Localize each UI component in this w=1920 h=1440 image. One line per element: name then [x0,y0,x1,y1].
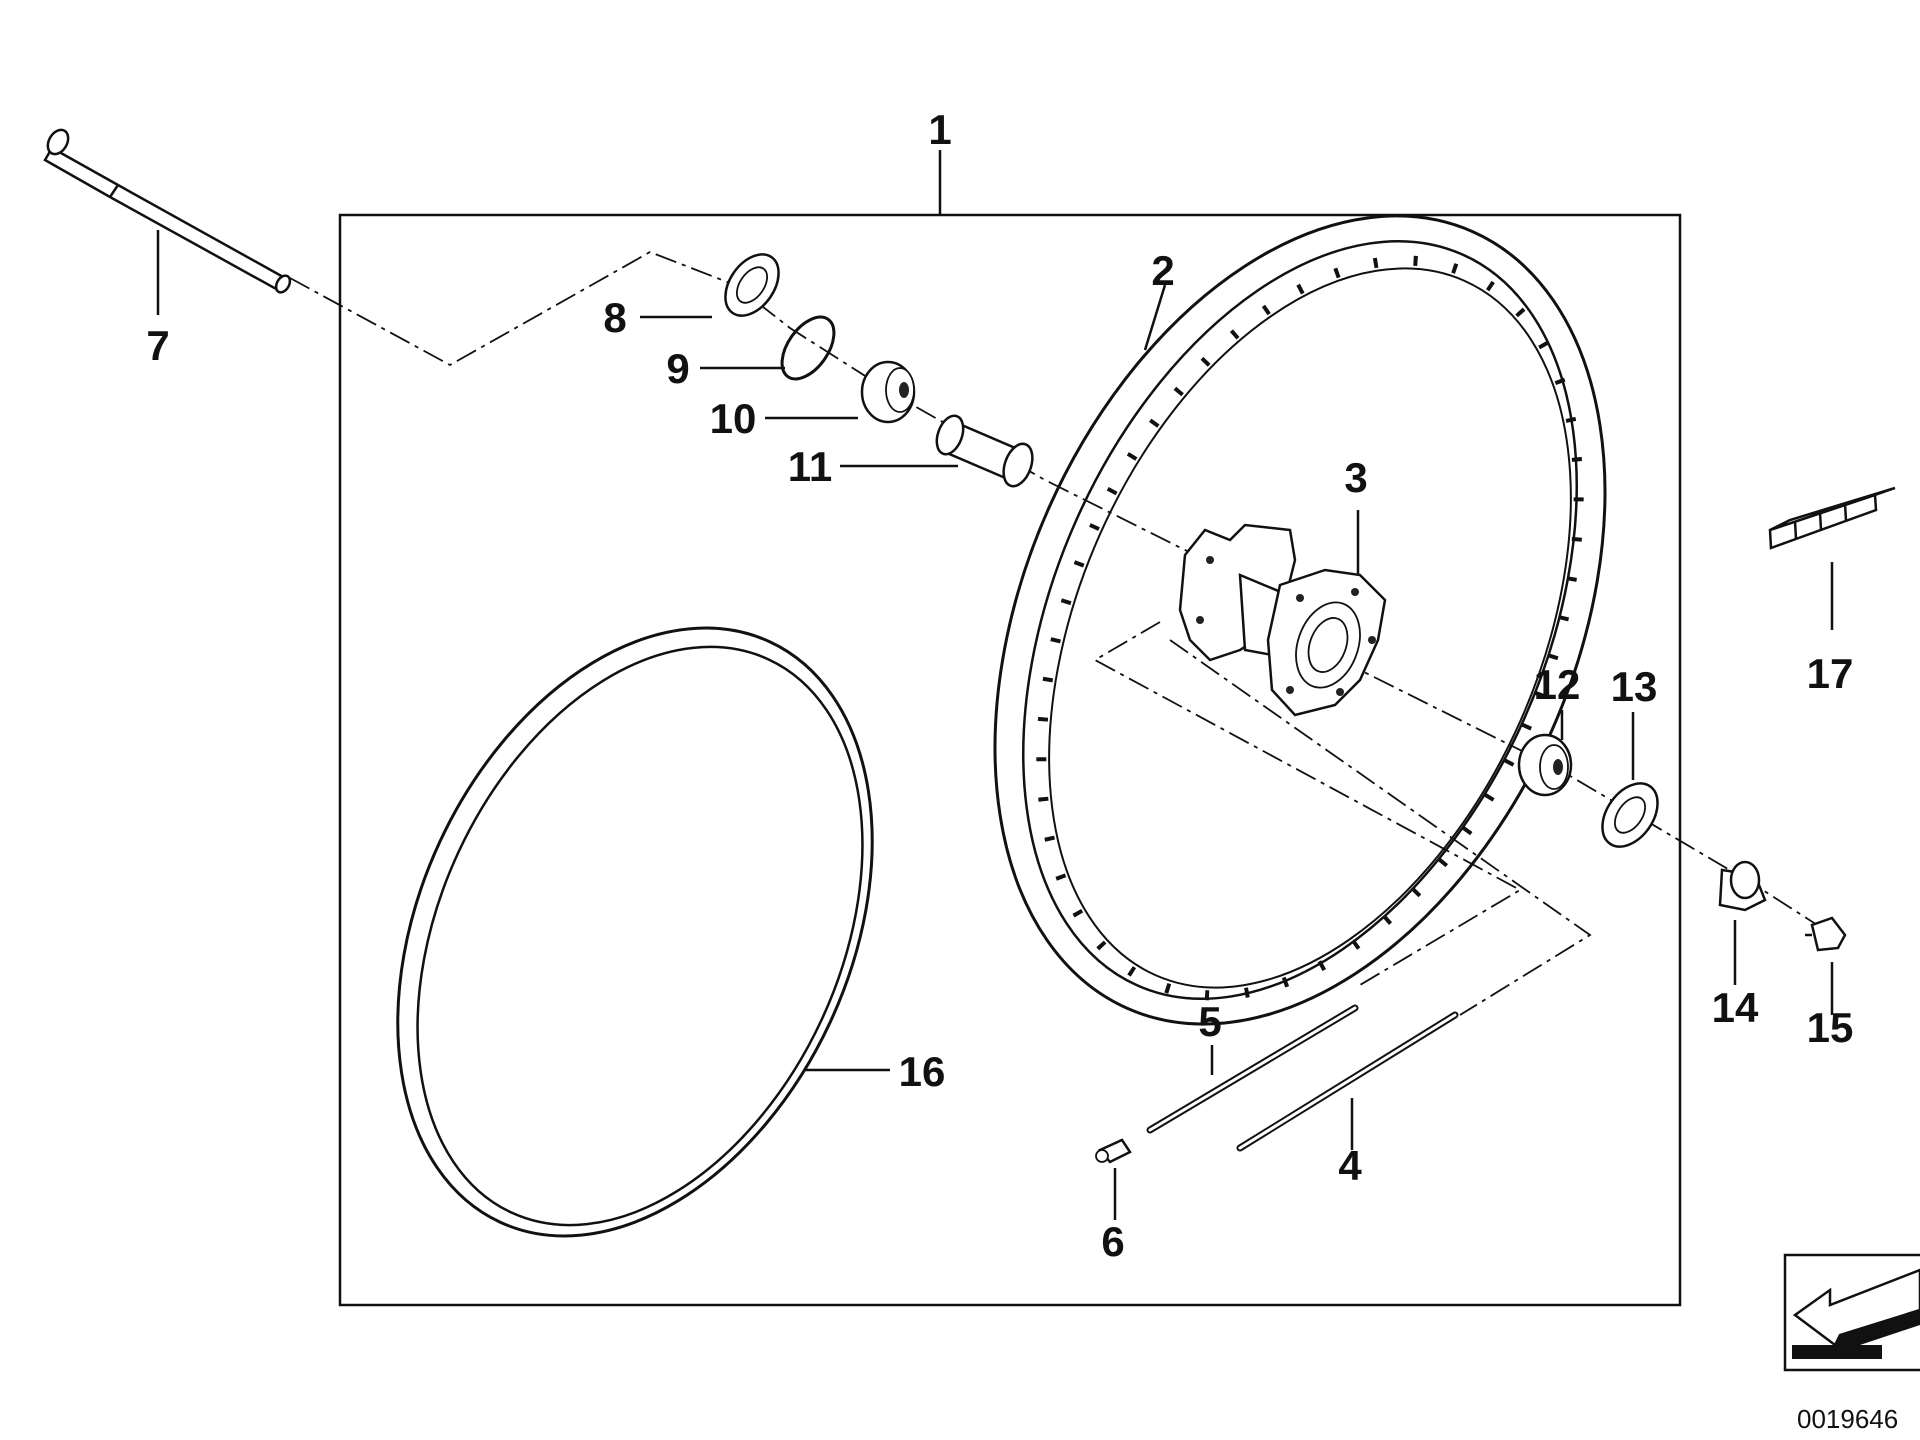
assembly-axis-lines [289,251,1826,1016]
label-part-4: 4 [1338,1142,1362,1189]
label-part-9: 9 [666,345,689,392]
collar-bolt [1805,916,1847,952]
label-part-2: 2 [1151,247,1174,294]
label-part-10: 10 [710,395,757,442]
distance-sleeve [935,414,1034,488]
label-part-3: 3 [1344,454,1367,501]
label-part-11: 11 [788,443,832,490]
shaft-seal-right [1601,782,1659,848]
label-part-7: 7 [146,322,169,369]
label-part-12: 12 [1534,661,1581,708]
wheel-hub [1178,523,1387,717]
rim-tape [396,626,874,1238]
spoke-nipple [1095,1138,1132,1164]
label-part-15: 15 [1807,1004,1854,1051]
wheel-rim [993,214,1607,1026]
shaft-seal [724,253,780,317]
label-part-6: 6 [1101,1218,1124,1265]
label-part-8: 8 [603,294,626,341]
spoke-long [1236,1011,1459,1152]
label-part-16: 16 [899,1048,946,1095]
circlip [780,315,836,381]
part-labels: 1 2 3 4 5 6 7 8 9 10 11 12 13 14 15 16 1… [146,106,1853,1265]
assembly-frame [338,213,1682,1307]
label-part-5: 5 [1198,998,1221,1045]
orientation-arrow-icon [1783,1253,1920,1372]
image-code: 0019646 [1797,1404,1898,1434]
spacer-bushing [860,360,916,424]
spoke-short [1146,1004,1359,1134]
label-part-14: 14 [1712,984,1759,1031]
distance-sleeve-right [1718,860,1767,912]
label-part-13: 13 [1611,663,1658,710]
balance-weights [1768,486,1896,550]
label-part-1: 1 [928,106,951,153]
label-part-17: 17 [1807,650,1854,697]
spacer-right [1517,733,1573,797]
axle-shaft [43,128,292,294]
